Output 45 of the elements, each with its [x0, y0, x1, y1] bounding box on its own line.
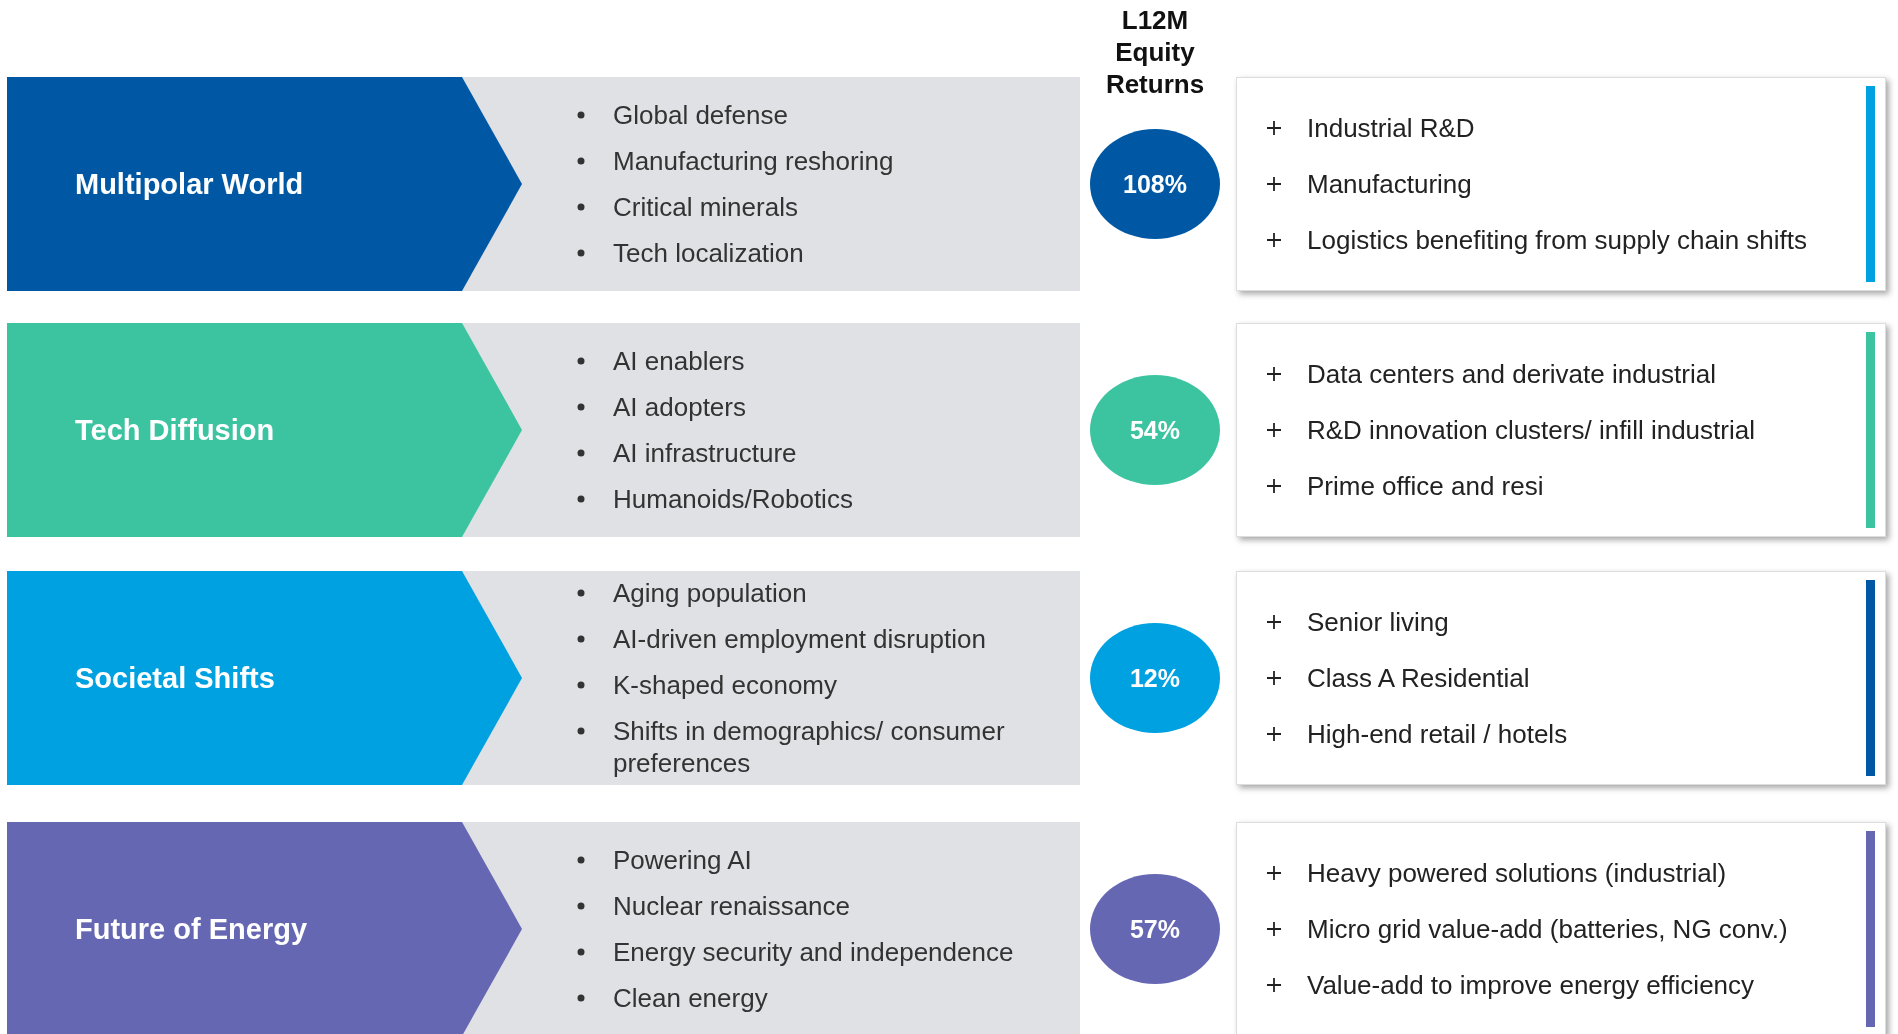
item-text: Logistics benefiting from supply chain shifts	[1307, 225, 1808, 255]
return-badge: 12%	[1090, 623, 1220, 733]
item-text: Senior living	[1307, 607, 1449, 637]
return-badge: 57%	[1090, 874, 1220, 984]
bullet-text: Humanoids/Robotics	[613, 484, 853, 514]
list-panel	[462, 571, 1080, 785]
bullet-text: Global defense	[613, 100, 788, 130]
bullet-text: Tech localization	[613, 238, 804, 268]
return-badge: 54%	[1090, 375, 1220, 485]
bullet-text: Critical minerals	[613, 192, 798, 222]
item-text: Heavy powered solutions (industrial)	[1307, 858, 1727, 888]
theme-title: Future of Energy	[75, 912, 307, 946]
item-text: Class A Residential	[1307, 663, 1530, 693]
card	[1236, 571, 1886, 785]
list-panel	[462, 822, 1080, 1034]
bullet-text: Aging population	[613, 578, 807, 608]
bullet-text: AI enablers	[613, 346, 745, 376]
item-text: Data centers and derivate industrial	[1307, 359, 1716, 389]
item-text: Manufacturing	[1307, 169, 1472, 199]
bullet-text: Energy security and independence	[613, 937, 1014, 967]
card	[1236, 822, 1886, 1034]
item-text: Prime office and resi	[1307, 471, 1544, 501]
theme-title: Tech Diffusion	[75, 413, 275, 447]
theme-title: Societal Shifts	[75, 661, 275, 695]
bullet-text: AI-driven employment disruption	[613, 624, 986, 654]
item-text: Value-add to improve energy efficiency	[1307, 970, 1755, 1000]
item-text: Industrial R&D	[1307, 113, 1475, 143]
bullet-text: AI adopters	[613, 392, 746, 422]
bullet-text: AI infrastructure	[613, 438, 797, 468]
card	[1236, 77, 1886, 291]
list-panel	[462, 323, 1080, 537]
card	[1236, 323, 1886, 537]
theme-title: Multipolar World	[75, 167, 304, 201]
item-text: R&D innovation clusters/ infill industrial	[1307, 415, 1755, 445]
bullet-text: Shifts in demographics/ consumer preferences	[613, 716, 1005, 778]
item-text: Micro grid value-add (batteries, NG conv.)	[1307, 914, 1788, 944]
return-badge: 108%	[1090, 129, 1220, 239]
list-panel	[462, 77, 1080, 291]
bullet-text: Powering AI	[613, 845, 752, 875]
column-header: L12M Equity Returns	[1104, 4, 1206, 100]
bullet-text: K-shaped economy	[613, 670, 838, 700]
bullet-text: Clean energy	[613, 983, 768, 1013]
bullet-text: Manufacturing reshoring	[613, 146, 894, 176]
item-text: High-end retail / hotels	[1307, 719, 1568, 749]
bullet-text: Nuclear renaissance	[613, 891, 850, 921]
